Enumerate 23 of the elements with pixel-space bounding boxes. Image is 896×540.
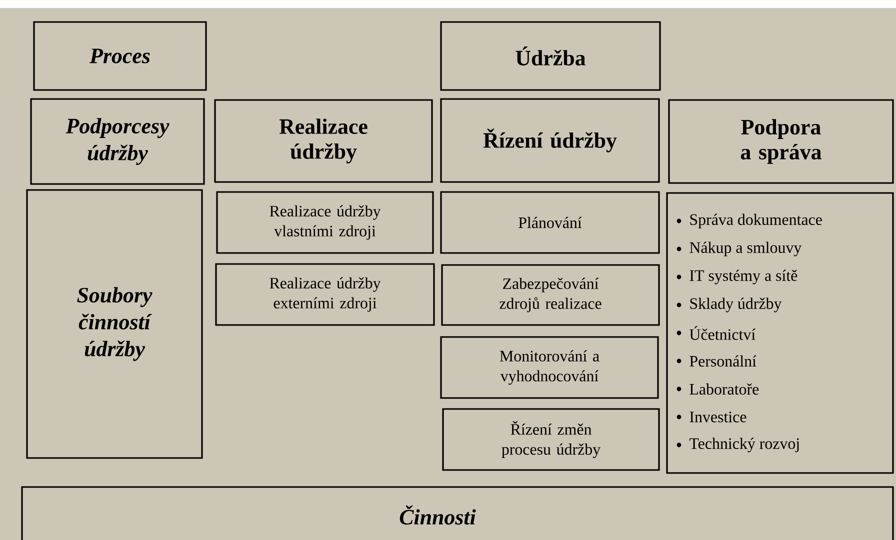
column-heading-box: Podpora a správa bbox=[668, 99, 894, 184]
column-heading-box: Řízení údržby bbox=[440, 98, 660, 183]
column-heading-box: Realizace údržby bbox=[214, 99, 433, 183]
list-item: Investice bbox=[690, 412, 746, 422]
list-item: Účetnictví bbox=[690, 326, 756, 340]
heading-box: Údržba bbox=[440, 21, 661, 91]
activity-box: Realizace údržby externími zdroji bbox=[215, 263, 435, 326]
row-heading-box: Soubory činností údržby bbox=[26, 189, 203, 459]
activity-box: Zabezpečování zdrojů realizace bbox=[441, 264, 660, 326]
row-heading-box: Podporcesy údržby bbox=[30, 98, 205, 185]
list-item: Laboratoře bbox=[690, 383, 759, 395]
list-item: Sklady údržby bbox=[690, 298, 782, 312]
list-item: IT systémy a sítě bbox=[690, 270, 798, 284]
list-item: Technický rozvoj bbox=[689, 438, 799, 452]
list-item: Personální bbox=[690, 355, 756, 367]
bottom-band: Činnosti bbox=[21, 486, 894, 540]
activity-box: Monitorování a vyhodnocování bbox=[440, 336, 659, 399]
activity-box: Plánování bbox=[440, 191, 660, 254]
activity-box: Realizace údržby vlastními zdroji bbox=[216, 191, 434, 254]
list-item: Správa dokumentace bbox=[690, 214, 822, 228]
list-item: Nákup a smlouvy bbox=[690, 242, 802, 256]
process-box: Proces bbox=[33, 21, 207, 91]
activity-box: Řízení změn procesu údržby bbox=[442, 408, 660, 471]
